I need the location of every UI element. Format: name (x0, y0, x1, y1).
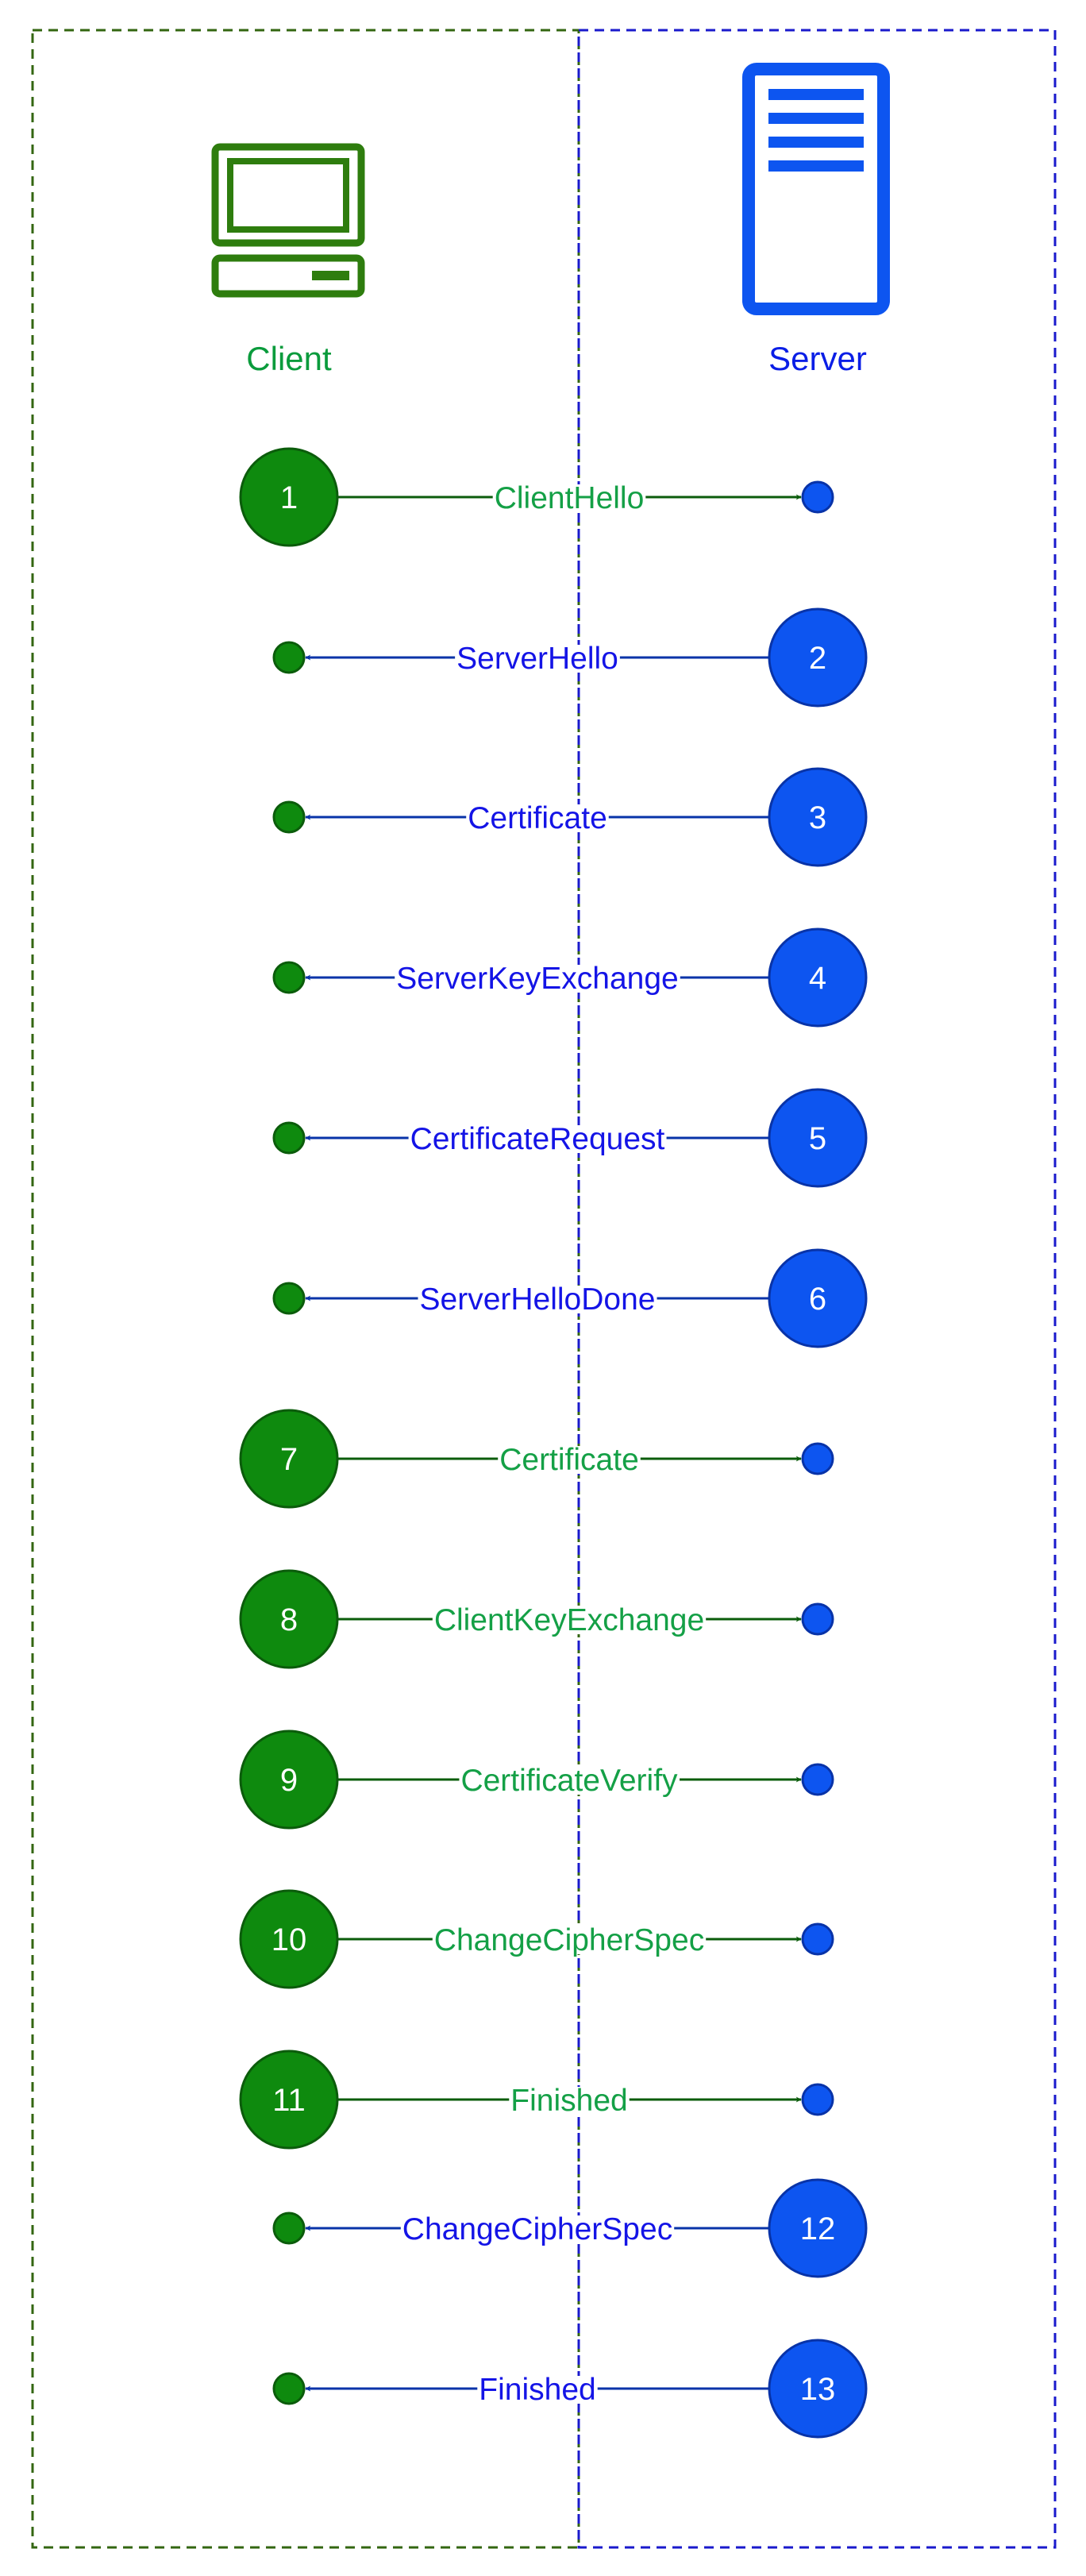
message-label: Certificate (499, 1443, 639, 1477)
message-row: ChangeCipherSpec 10 (239, 1889, 834, 1989)
endpoint-dot (801, 1602, 834, 1636)
endpoint-dot (801, 1922, 834, 1956)
message-row: Finished 11 (239, 2050, 834, 2150)
step-circle (768, 767, 868, 867)
message-label-background (492, 484, 646, 512)
message-row: ServerHelloDone 6 (272, 1248, 868, 1348)
message-label-background (432, 1926, 707, 1954)
step-number: 13 (800, 2372, 836, 2407)
message-label: ClientHello (495, 481, 645, 515)
step-circle (768, 1088, 868, 1188)
step-number: 10 (272, 1922, 307, 1957)
message-label: Certificate (468, 801, 607, 835)
message-label-background (432, 1606, 707, 1634)
message-label: CertificateRequest (410, 1122, 665, 1156)
step-number: 1 (280, 480, 298, 515)
endpoint-dot (272, 800, 306, 834)
message-label-background (418, 1286, 657, 1313)
message-label-background (455, 645, 620, 673)
step-number: 6 (809, 1282, 826, 1317)
step-number: 7 (280, 1442, 298, 1477)
step-circle (768, 927, 868, 1028)
step-number: 3 (809, 800, 826, 835)
endpoint-dot (272, 2212, 306, 2245)
step-number: 11 (272, 2083, 306, 2118)
message-label: ServerHelloDone (420, 1282, 656, 1317)
message-row: Certificate 7 (239, 1409, 834, 1509)
message-label-background (459, 1767, 680, 1795)
step-circle (239, 1409, 339, 1509)
endpoint-dot (272, 961, 306, 994)
server-label: Server (768, 340, 867, 377)
step-circle (239, 2050, 339, 2150)
step-number: 2 (809, 641, 826, 676)
step-number: 9 (280, 1763, 298, 1798)
step-circle (239, 447, 339, 547)
server-tower-icon (742, 63, 890, 315)
step-circle (768, 2178, 868, 2278)
message-label: Finished (479, 2373, 595, 2407)
endpoint-dot (272, 641, 306, 674)
message-label: ServerKeyExchange (396, 962, 679, 996)
message-label: ChangeCipherSpec (402, 2212, 672, 2246)
message-row: Finished 13 (272, 2339, 868, 2439)
endpoint-dot (272, 1121, 306, 1155)
step-number: 5 (809, 1121, 826, 1156)
endpoint-dot (272, 1282, 306, 1315)
step-number: 4 (809, 961, 826, 996)
message-label: ChangeCipherSpec (434, 1923, 704, 1957)
message-row: ServerHello 2 (272, 607, 868, 708)
step-circle (239, 1569, 339, 1669)
message-label-background (395, 965, 680, 993)
client-lane (31, 29, 580, 2549)
message-row: Certificate 3 (272, 767, 868, 867)
step-circle (768, 2339, 868, 2439)
step-circle (239, 1730, 339, 1830)
message-label: CertificateVerify (460, 1764, 678, 1798)
message-label: ServerHello (456, 642, 618, 676)
message-label-background (466, 804, 609, 832)
desktop-computer-icon (211, 143, 365, 298)
step-number: 8 (280, 1602, 298, 1637)
message-label-background (509, 2087, 630, 2115)
server-lane (577, 29, 1057, 2549)
message-label-background (400, 2215, 675, 2243)
message-row: ClientKeyExchange 8 (239, 1569, 834, 1669)
endpoint-dot (801, 2083, 834, 2116)
endpoint-dot (801, 1763, 834, 1796)
endpoint-dot (801, 480, 834, 514)
endpoint-dot (801, 1442, 834, 1475)
message-row: CertificateVerify 9 (239, 1730, 834, 1830)
message-label: ClientKeyExchange (434, 1603, 704, 1637)
step-circle (768, 607, 868, 708)
step-number: 12 (800, 2212, 836, 2246)
message-label-background (477, 2376, 598, 2404)
message-row: CertificateRequest 5 (272, 1088, 868, 1188)
message-row: ChangeCipherSpec 12 (272, 2178, 868, 2278)
message-label-background (498, 1446, 641, 1474)
endpoint-dot (272, 2372, 306, 2405)
step-circle (768, 1248, 868, 1348)
message-label: Finished (510, 2084, 627, 2118)
message-label-background (408, 1125, 667, 1153)
message-row: ServerKeyExchange 4 (272, 927, 868, 1028)
step-circle (239, 1889, 339, 1989)
message-row: ClientHello 1 (239, 447, 834, 547)
client-label: Client (246, 340, 332, 377)
